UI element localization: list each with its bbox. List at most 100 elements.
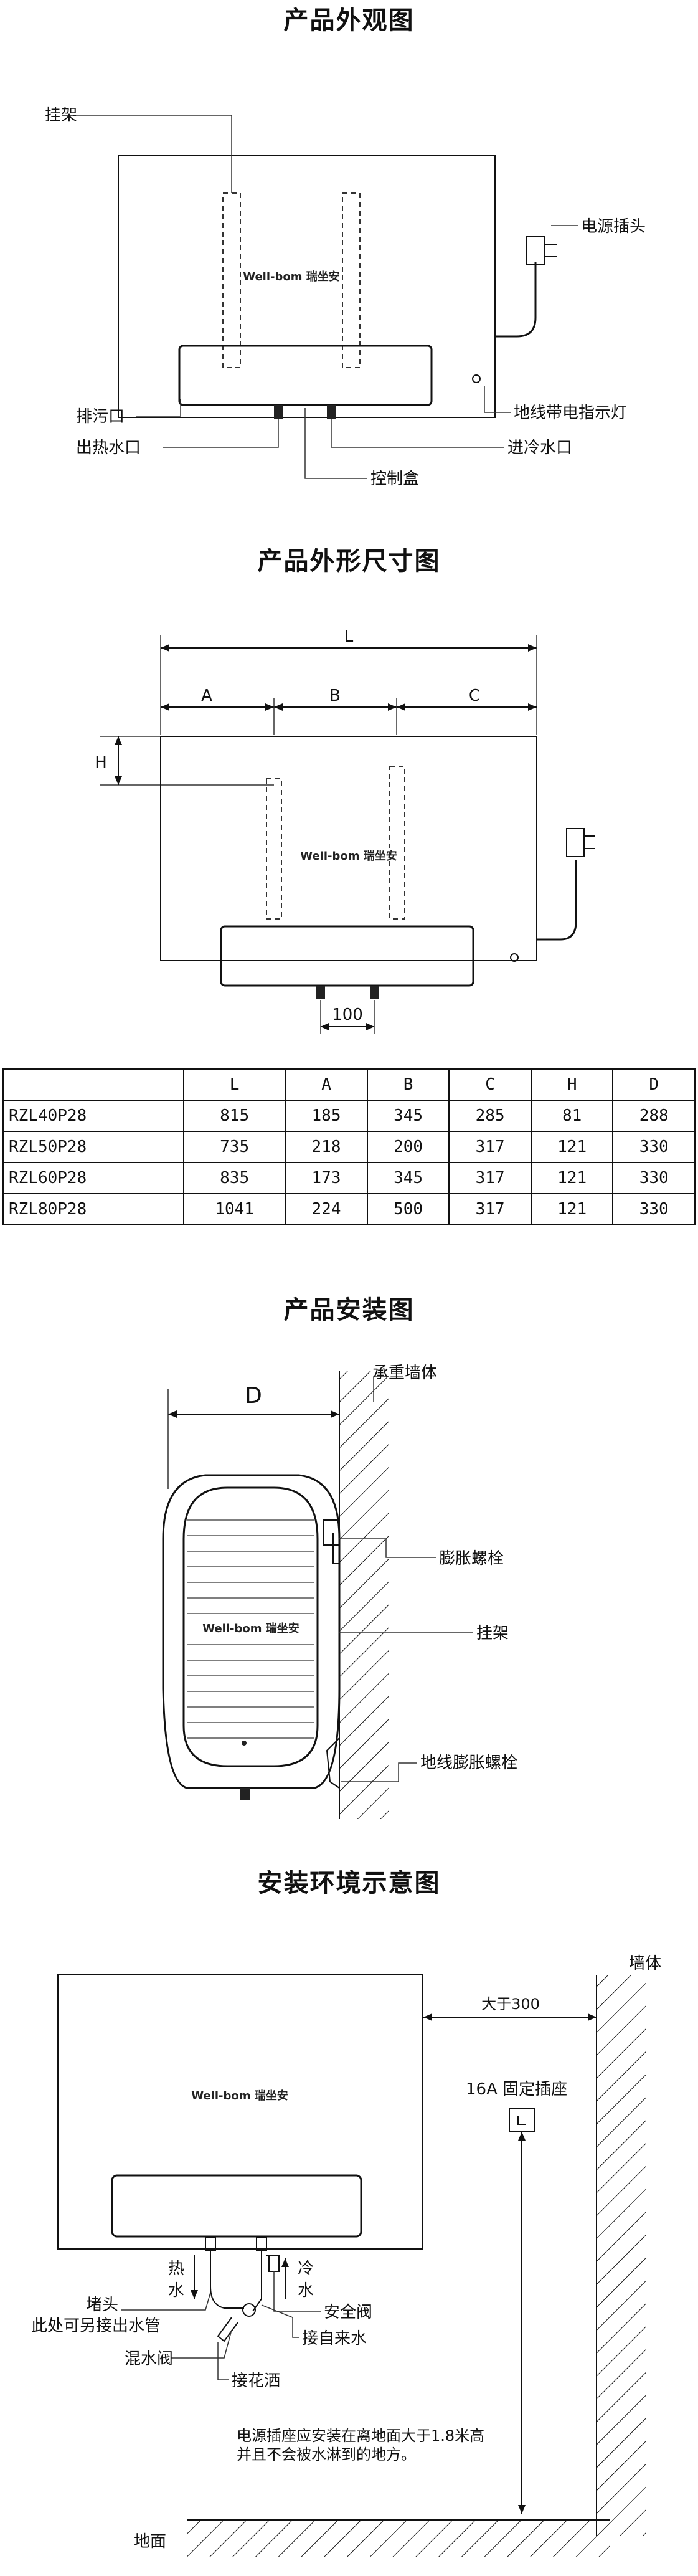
table-cell: 330 <box>612 1193 696 1225</box>
table-cell: RZL60P28 <box>2 1162 185 1194</box>
hanger-dim-right <box>389 766 405 920</box>
floor <box>187 2520 610 2557</box>
note-line-1: 电源插座应安装在离地面大于1.8米高 <box>237 2427 484 2445</box>
note-line-2: 并且不会被水淋到的地方。 <box>237 2446 416 2463</box>
label-shower: 接花洒 <box>232 2372 280 2390</box>
table-header-cell: L <box>183 1068 286 1101</box>
table-cell: 288 <box>612 1100 696 1132</box>
table-header-cell: A <box>285 1068 368 1101</box>
hot-outlet-pipe <box>274 405 283 419</box>
label-cold-1: 冷 <box>298 2260 314 2278</box>
label-plug: 堵头 <box>86 2296 118 2314</box>
label-mixing-valve: 混水阀 <box>125 2350 173 2369</box>
install-title: 产品安装图 <box>283 1296 415 1324</box>
table-cell: RZL80P28 <box>2 1193 185 1225</box>
table-cell: 81 <box>530 1100 614 1132</box>
table-cell: 317 <box>448 1193 532 1225</box>
label-cold-2: 水 <box>298 2281 314 2300</box>
dim-L: L <box>344 627 354 646</box>
table-cell: 121 <box>530 1193 614 1225</box>
expansion-bolt-icon <box>323 1519 340 1546</box>
indicator-light <box>472 374 481 383</box>
cold-inlet-pipe <box>327 405 336 419</box>
label-load-wall: 承重墙体 <box>372 1364 437 1382</box>
table-row: RZL60P28 835 173 345 317 121 330 <box>2 1162 696 1194</box>
label-control-box: 控制盒 <box>370 470 419 488</box>
label-ground-bolt: 地线膨胀螺栓 <box>420 1754 517 1772</box>
table-cell: 500 <box>366 1193 450 1225</box>
table-cell: 285 <box>448 1100 532 1132</box>
dim-A: A <box>201 687 212 705</box>
label-drain: 排污口 <box>76 407 125 426</box>
table-cell: 317 <box>448 1131 532 1163</box>
tank-inner <box>182 1486 319 1767</box>
control-box-env <box>111 2174 362 2238</box>
dim-spacing: 100 <box>332 1005 363 1024</box>
label-tap-water: 接自来水 <box>302 2329 367 2348</box>
label-hot-1: 热 <box>168 2260 184 2278</box>
label-safety-valve: 安全阀 <box>324 2303 372 2322</box>
table-cell: 224 <box>285 1193 368 1225</box>
label-socket: 16A 固定插座 <box>466 2080 567 2099</box>
environment-title: 安装环境示意图 <box>257 1869 441 1898</box>
table-cell: RZL40P28 <box>2 1100 185 1132</box>
table-cell: 1041 <box>183 1193 286 1225</box>
hanger-right <box>342 192 361 368</box>
dimensions-title: 产品外形尺寸图 <box>257 547 441 576</box>
label-wall: 墙体 <box>629 1954 661 1973</box>
table-cell: 735 <box>183 1131 286 1163</box>
dim-C: C <box>469 687 480 705</box>
dim-B: B <box>329 687 341 705</box>
table-cell: 121 <box>530 1131 614 1163</box>
table-header-cell: C <box>448 1068 532 1101</box>
table-row: RZL40P28 815 185 345 285 81 288 <box>2 1100 696 1132</box>
hanger-left <box>222 192 241 368</box>
table-cell: 345 <box>366 1162 450 1194</box>
label-alt-outlet: 此处可另接出水管 <box>31 2317 161 2336</box>
heater-body <box>118 155 496 418</box>
table-cell: 218 <box>285 1131 368 1163</box>
table-header-cell <box>2 1068 185 1101</box>
brand-logo: Well-bom 瑞坐安 <box>243 270 340 283</box>
label-hot-2: 水 <box>168 2281 184 2300</box>
table-cell: 317 <box>448 1162 532 1194</box>
side-wall <box>597 1975 646 2536</box>
label-expansion-bolt: 膨胀螺栓 <box>439 1549 504 1568</box>
brand-logo-env: Well-bom 瑞坐安 <box>191 2089 288 2103</box>
label-cold-inlet: 进冷水口 <box>507 439 572 457</box>
table-cell: 330 <box>612 1131 696 1163</box>
tank-outline <box>162 1474 341 1789</box>
spec-table: L A B C H D RZL40P28 815 185 345 285 81 … <box>2 1068 696 1225</box>
table-header-cell: B <box>366 1068 450 1101</box>
dimensions-diagram: L A B C H Well-bom 瑞坐安 100 <box>95 627 595 1034</box>
pipe-assembly <box>205 2237 280 2342</box>
install-diagram: D Well-bom 瑞坐安 承重墙体 膨胀螺栓 挂架 地线膨胀螺栓 <box>162 1364 517 1819</box>
label-distance: 大于300 <box>481 1995 540 2013</box>
label-indicator: 地线带电指示灯 <box>514 404 627 422</box>
power-plug-icon <box>526 236 545 265</box>
label-floor: 地面 <box>134 2532 166 2551</box>
environment-diagram: 墙体 地面 Well-bom 瑞坐安 大于300 16A 固定插座 热 水 冷 … <box>31 1954 661 2557</box>
table-cell: 121 <box>530 1162 614 1194</box>
table-cell: 185 <box>285 1100 368 1132</box>
table-cell: 815 <box>183 1100 286 1132</box>
appearance-diagram: Well-bom 瑞坐安 挂架 电源插头 排污口 地线带电指示灯 出热水口 进冷… <box>45 106 646 488</box>
tank-ribs <box>187 1519 314 1739</box>
appearance-title: 产品外观图 <box>283 6 415 35</box>
table-header-cell: H <box>530 1068 614 1101</box>
table-cell: 200 <box>366 1131 450 1163</box>
dim-D: D <box>245 1383 262 1409</box>
control-box-dim <box>220 925 474 987</box>
hanger-dim-left <box>266 778 282 920</box>
table-cell: 345 <box>366 1100 450 1132</box>
label-hanger: 挂架 <box>45 106 77 125</box>
dim-H: H <box>95 753 107 772</box>
power-plug-dim-icon <box>566 828 585 857</box>
heater-env <box>57 1974 423 2250</box>
table-cell: 173 <box>285 1162 368 1194</box>
table-row: RZL80P28 1041 224 500 317 121 330 <box>2 1193 696 1225</box>
table-cell: 330 <box>612 1162 696 1194</box>
label-hanger-install: 挂架 <box>476 1624 509 1643</box>
control-box <box>178 345 433 406</box>
label-power-plug: 电源插头 <box>581 217 646 236</box>
